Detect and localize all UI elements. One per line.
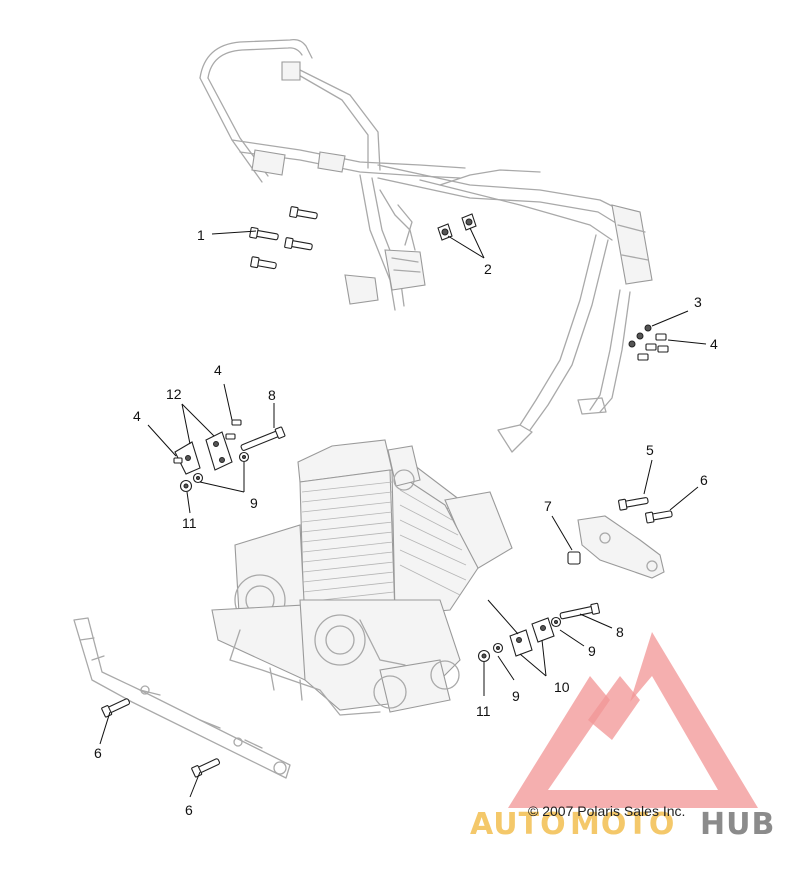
- watermark-inner-chevron: [588, 676, 640, 740]
- callout-6-bottom: 6: [185, 802, 193, 818]
- watermark-logo: AUTO MOTO HUB: [470, 632, 775, 842]
- right-footrest-mount: [577, 515, 665, 579]
- washer-nut-set-items-3-4: [628, 324, 669, 361]
- callout-2: 2: [484, 261, 492, 277]
- watermark-text-hub: HUB: [700, 807, 775, 842]
- callout-9-center: 9: [512, 688, 520, 704]
- bolts-items-5-6-7: [567, 497, 673, 565]
- engine: [211, 439, 513, 716]
- callout-8-left: 8: [268, 387, 276, 403]
- watermark-triangle: [508, 632, 758, 808]
- engine-mount-plate-right: [477, 602, 600, 663]
- callout-6-left: 6: [94, 745, 102, 761]
- footrest-bracket: [73, 617, 291, 779]
- callout-3: 3: [694, 294, 702, 310]
- callout-12: 12: [166, 386, 182, 402]
- callout-5: 5: [646, 442, 654, 458]
- callout-4-top: 4: [214, 362, 222, 378]
- callout-9-left: 9: [250, 495, 258, 511]
- leader-lines: [99, 227, 707, 798]
- callout-1: 1: [197, 227, 205, 243]
- callout-4-left: 4: [133, 408, 141, 424]
- callout-11-left: 11: [182, 515, 197, 531]
- callout-6-right: 6: [700, 472, 708, 488]
- watermark-text-moto: MOTO: [570, 807, 675, 842]
- callout-10: 10: [554, 679, 570, 695]
- callout-7: 7: [544, 498, 552, 514]
- motorcycle-frame: [199, 38, 653, 453]
- callout-4-right: 4: [710, 336, 718, 352]
- callout-11-right: 11: [476, 703, 491, 719]
- callout-8-right: 8: [616, 624, 624, 640]
- clamp-set-item-2: [437, 213, 477, 241]
- bolt-set-item-1: [249, 206, 318, 270]
- callout-labels: 1 2 3 4 4 4 5 6 6 6 7 8 8 9 9 9 10 11 11…: [94, 227, 718, 818]
- watermark-text-auto: AUTO: [470, 807, 567, 842]
- copyright-notice: © 2007 Polaris Sales Inc.: [528, 803, 685, 819]
- engine-mount-plate-left: [173, 419, 286, 493]
- callout-9-right: 9: [588, 643, 596, 659]
